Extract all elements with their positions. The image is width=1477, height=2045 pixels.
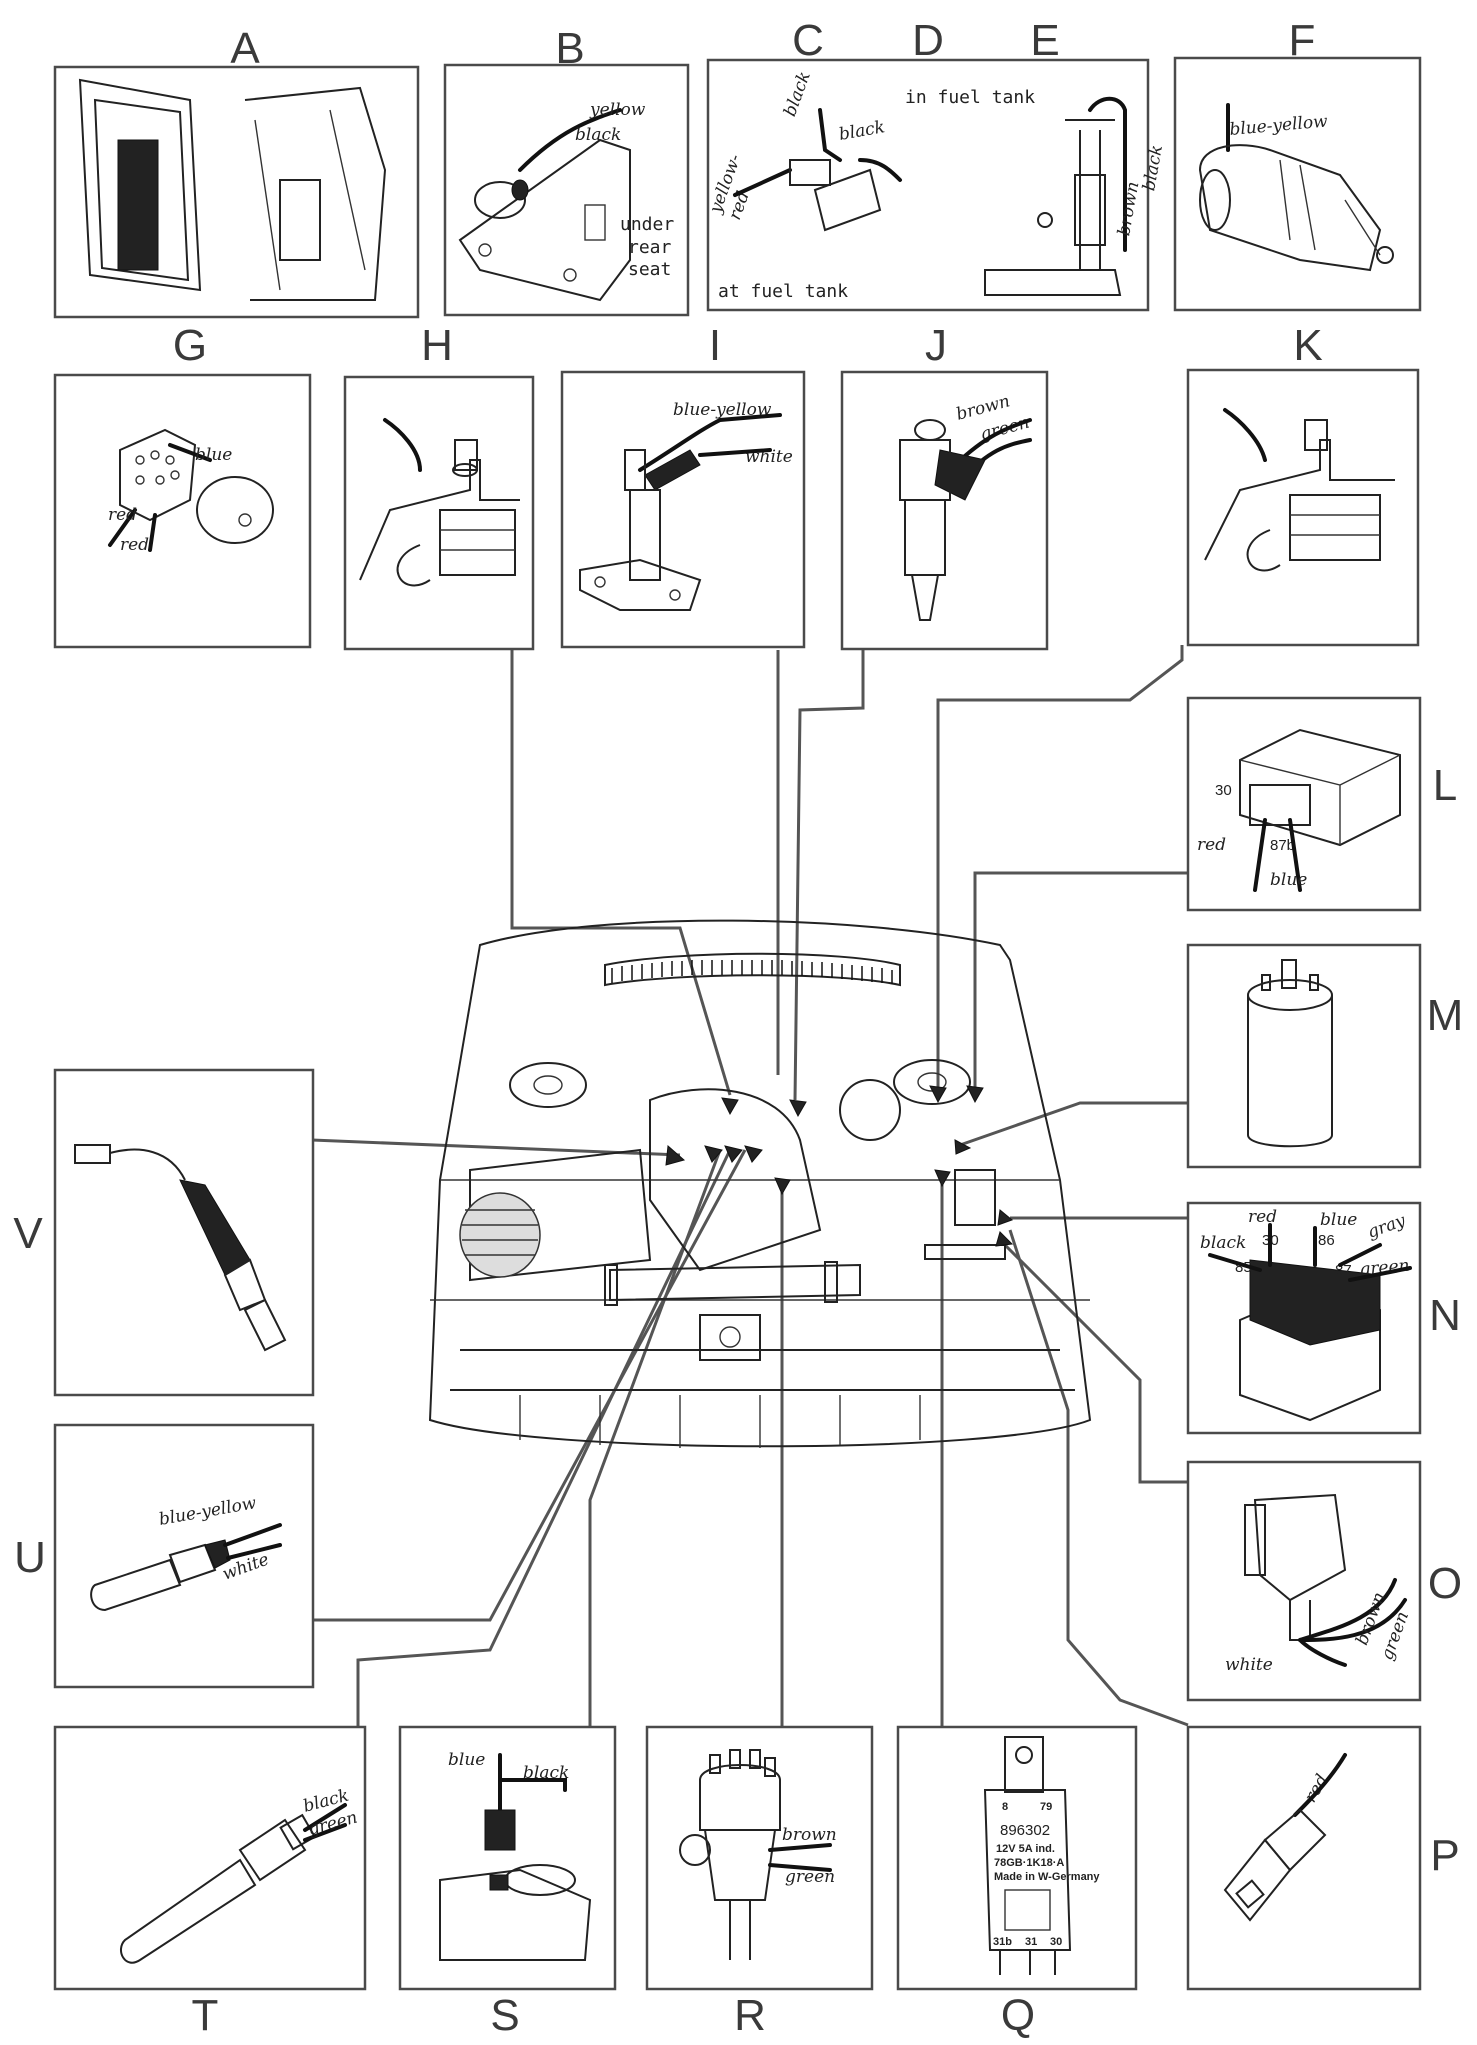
label-d: D: [912, 16, 944, 65]
panel-k: K: [1186, 321, 1420, 647]
leader-s: [588, 1149, 722, 1727]
label-q: Q: [1001, 1991, 1035, 2040]
label-e: E: [1030, 16, 1059, 65]
panel-a: A: [53, 24, 420, 319]
panel-h: H: [343, 321, 535, 651]
panel-s: S blue black: [398, 1725, 617, 2040]
label-o: O: [1428, 1559, 1462, 1608]
r-wire-green: green: [785, 1867, 835, 1887]
label-s: S: [490, 1991, 519, 2040]
g-wire-red-2: red: [120, 535, 149, 555]
panel-cde: C D E black black yellow- red in fuel ta…: [705, 16, 1167, 312]
panel-u: U blue-yellow white: [14, 1423, 315, 1689]
panel-o: O white brown green: [1186, 1460, 1462, 1702]
o-wire-white: white: [1225, 1655, 1273, 1675]
q-terminal-30: 30: [1050, 1936, 1062, 1948]
b-note-under: under: [620, 214, 674, 235]
s-wire-blue: blue: [448, 1750, 485, 1770]
label-n: N: [1429, 1291, 1461, 1340]
label-l: L: [1433, 761, 1457, 810]
leader-lines: [311, 645, 1189, 1727]
cde-in-fuel-tank: in fuel tank: [905, 87, 1035, 108]
r-wire-brown: brown: [782, 1825, 837, 1845]
label-t: T: [192, 1991, 219, 2040]
q-code: 78GB·1K18·A: [994, 1857, 1064, 1869]
label-i: I: [709, 321, 721, 370]
panel-n: N red blue gray black green 30 86 85 87: [1186, 1201, 1461, 1435]
leader-u: [312, 1149, 747, 1622]
label-a: A: [230, 24, 260, 73]
n-wire-blue: blue: [1320, 1210, 1357, 1230]
g-wire-blue: blue: [195, 445, 232, 465]
q-terminal-79: 79: [1040, 1801, 1052, 1813]
panel-l: L 30 87b red blue: [1186, 696, 1457, 912]
i-wire-blue-yellow: blue-yellow: [673, 400, 772, 420]
panel-r: R brown green: [645, 1725, 874, 2040]
q-terminal-31: 31: [1025, 1936, 1037, 1948]
panel-f: F blue-yellow: [1173, 16, 1422, 312]
label-u: U: [14, 1533, 46, 1582]
label-c: C: [792, 16, 824, 65]
label-p: P: [1430, 1831, 1459, 1880]
l-terminal-87b: 87b: [1270, 837, 1295, 854]
label-h: H: [421, 321, 453, 370]
label-r: R: [734, 1991, 766, 2040]
panel-v: V: [13, 1068, 315, 1397]
leader-p: [1008, 1229, 1189, 1727]
l-wire-blue: blue: [1270, 870, 1307, 890]
leader-l: [973, 871, 1188, 1088]
label-g: G: [173, 321, 207, 370]
b-note-seat: seat: [628, 259, 671, 280]
l-wire-red: red: [1197, 835, 1226, 855]
leader-h: [510, 650, 732, 1096]
panel-i: I blue-yellow white: [560, 321, 806, 649]
q-made-in: Made in W-Germany: [994, 1871, 1100, 1883]
b-note-rear: rear: [628, 237, 672, 258]
b-wire-black: black: [575, 125, 621, 145]
q-rating: 12V 5A ind.: [996, 1843, 1055, 1855]
b-wire-yellow: yellow: [589, 100, 646, 120]
engine-bay: [428, 919, 1092, 1448]
panel-q: Q 8 79 896302 12V 5A ind. 78GB·1K18·A Ma…: [896, 1725, 1138, 2040]
panel-t: T black green: [53, 1725, 367, 2040]
q-terminal-31b: 31b: [993, 1936, 1012, 1948]
n-terminal-86: 86: [1318, 1232, 1335, 1249]
n-wire-black: black: [1200, 1233, 1246, 1253]
q-part-number: 896302: [1000, 1822, 1050, 1839]
panel-m: M: [1186, 943, 1464, 1169]
label-v: V: [13, 1209, 43, 1258]
leader-j: [793, 650, 865, 1101]
label-m: M: [1427, 991, 1464, 1040]
l-terminal-30: 30: [1215, 782, 1232, 799]
panel-g: G blue red red: [53, 321, 312, 649]
panel-b: B yellow black under rear seat: [443, 24, 690, 317]
panel-j: J brown green: [840, 321, 1049, 651]
label-j: J: [925, 321, 947, 370]
leader-k: [936, 645, 1184, 1088]
n-wire-red: red: [1248, 1207, 1277, 1227]
cde-at-fuel-tank: at fuel tank: [718, 281, 848, 302]
leader-o: [998, 1238, 1188, 1484]
panel-p: P red: [1186, 1725, 1460, 1991]
q-terminal-8: 8: [1002, 1801, 1008, 1813]
leader-m: [959, 1101, 1188, 1147]
g-wire-red-1: red: [108, 505, 137, 525]
label-k: K: [1293, 321, 1322, 370]
